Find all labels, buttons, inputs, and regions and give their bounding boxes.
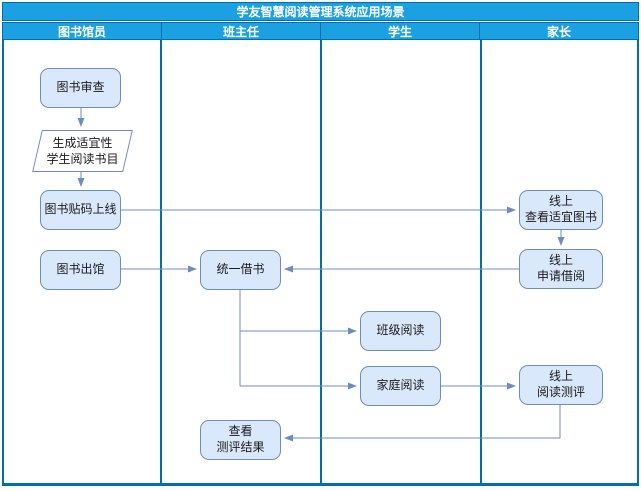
node-label: 班级阅读 — [376, 323, 425, 338]
node-label: 家庭阅读 — [376, 378, 425, 393]
node-label: 线上 阅读测评 — [536, 369, 585, 399]
lane-header-label: 图书馆员 — [57, 24, 106, 39]
node-book-out: 图书出馆 — [40, 250, 121, 290]
node-label: 查看 测评结果 — [216, 424, 265, 454]
node-book-tag-online: 图书贴码上线 — [40, 190, 121, 230]
node-book-review: 图书审查 — [40, 68, 121, 108]
node-unified-borrow: 统一借书 — [200, 250, 281, 290]
lane-header-label: 学生 — [387, 24, 412, 39]
node-label: 图书出馆 — [56, 262, 105, 277]
node-label: 图书贴码上线 — [44, 202, 117, 217]
node-reading-eval: 线上 阅读测评 — [519, 365, 603, 405]
lane-header-student: 学生 — [320, 22, 480, 40]
node-view-suitable-books: 线上 查看适宜图书 — [519, 190, 603, 230]
node-label: 图书审查 — [56, 80, 105, 95]
node-label: 统一借书 — [216, 262, 265, 277]
lane-header-row: 图书馆员 班主任 学生 家长 — [2, 22, 639, 40]
lane-divider-1 — [160, 40, 162, 483]
lane-header-label: 家长 — [546, 24, 571, 39]
node-view-eval-results: 查看 测评结果 — [200, 420, 281, 460]
node-apply-borrow: 线上 申请借阅 — [519, 249, 603, 289]
lane-header-parent: 家长 — [479, 22, 639, 40]
node-label: 线上 申请借阅 — [536, 253, 585, 283]
pool-title: 学友智慧阅读管理系统应用场景 — [2, 2, 639, 21]
node-generate-reading-list: 生成适宜性 学生阅读书目 — [30, 130, 135, 172]
node-class-reading: 班级阅读 — [360, 311, 441, 351]
lane-header-librarian: 图书馆员 — [2, 22, 162, 40]
lane-header-class-teacher: 班主任 — [161, 22, 321, 40]
lane-header-label: 班主任 — [222, 24, 259, 39]
node-label: 线上 查看适宜图书 — [524, 194, 597, 224]
lane-divider-3 — [480, 40, 482, 483]
node-label: 生成适宜性 学生阅读书目 — [46, 135, 119, 166]
lane-divider-2 — [320, 40, 322, 483]
node-family-reading: 家庭阅读 — [360, 366, 441, 406]
pool-title-label: 学友智慧阅读管理系统应用场景 — [236, 5, 405, 19]
